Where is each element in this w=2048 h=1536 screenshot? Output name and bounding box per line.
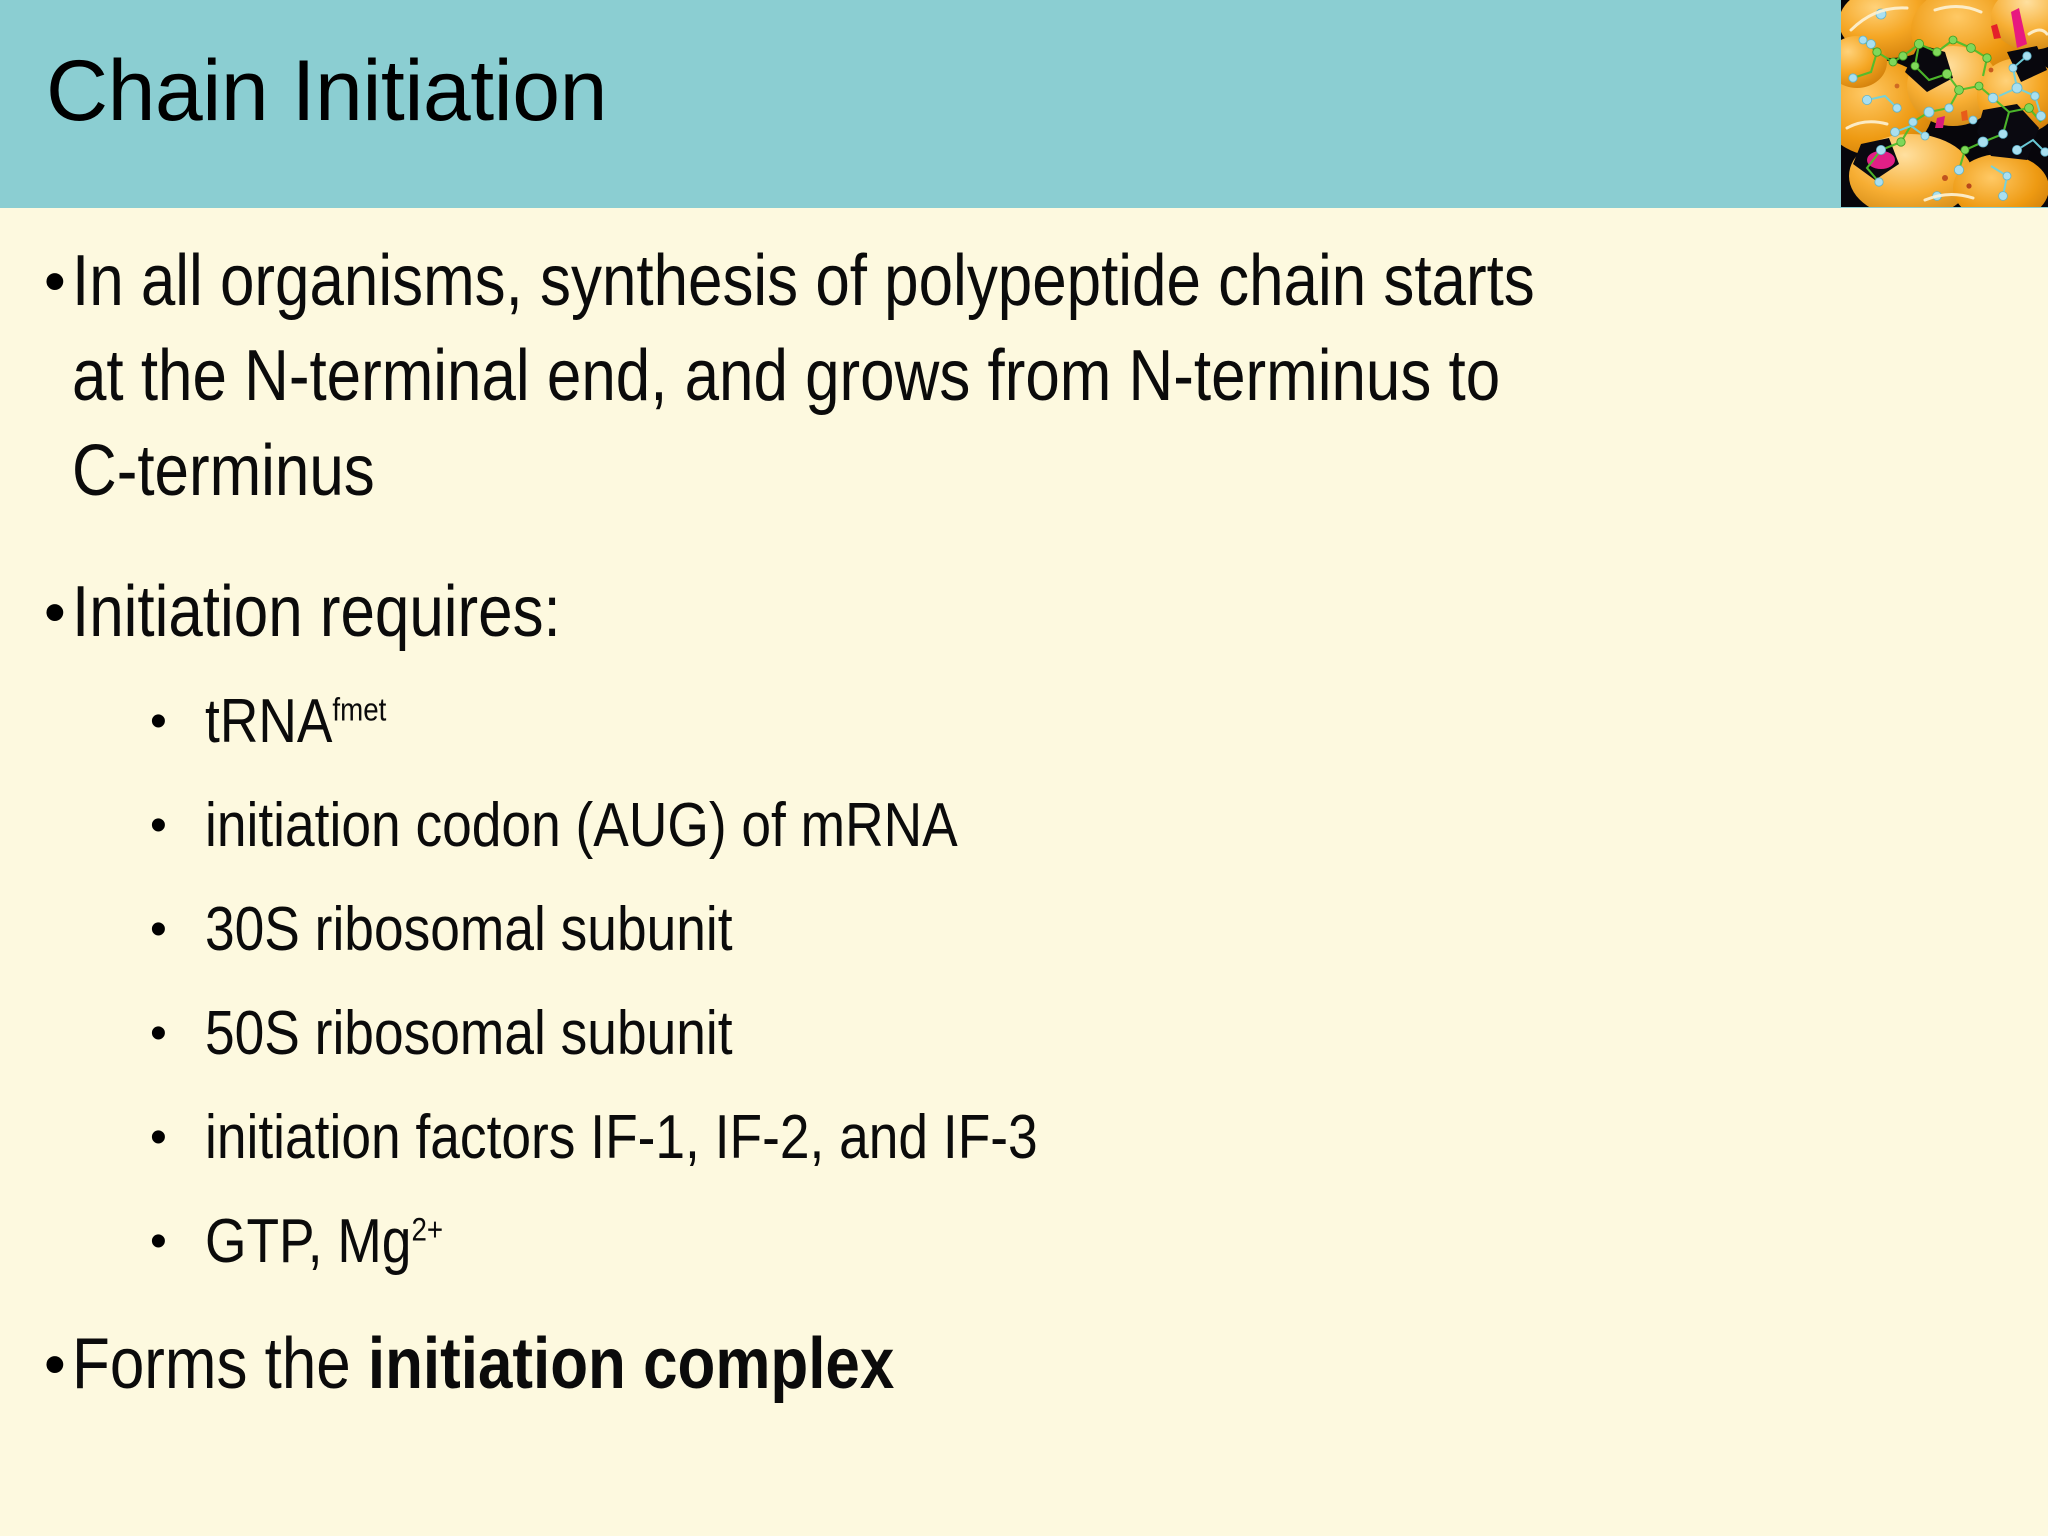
bullet-dot-icon: • [150, 799, 167, 852]
bullet-if-factors-text: initiation factors IF-1, IF-2, and IF-3 [205, 1103, 1038, 1172]
bullet-dot-icon: • [150, 1007, 167, 1060]
bullet-dot-icon: • [44, 247, 66, 316]
bullet-synthesis: • In all organisms, synthesis of polypep… [0, 234, 2048, 519]
bullet-dot-icon: • [150, 1215, 167, 1268]
gtp-mg-label: GTP, Mg [205, 1207, 412, 1276]
bullet-dot-icon: • [150, 903, 167, 956]
bullet-trna-text: tRNAfmet [205, 679, 1790, 765]
bullet-aug-codon-text: initiation codon (AUG) of mRNA [205, 791, 958, 860]
molecular-model-photo [1841, 0, 2048, 207]
bullet-30s-text: 30S ribosomal subunit [205, 895, 733, 964]
bullet-if-factors: • initiation factors IF-1, IF-2, and IF-… [0, 1095, 2048, 1181]
trna-label: tRNA [205, 687, 333, 756]
bullet-initiation-requires-text: Initiation requires: [72, 572, 561, 652]
title-band [0, 0, 2048, 208]
bullet-dot-icon: • [44, 578, 66, 647]
bullet-50s: • 50S ribosomal subunit [0, 991, 2048, 1077]
bullet-dot-icon: • [150, 695, 167, 748]
forms-the-label: Forms the [72, 1324, 368, 1404]
bullet-aug-codon: • initiation codon (AUG) of mRNA [0, 783, 2048, 869]
bullet-forms-complex-text: Forms the initiation complex [72, 1317, 1551, 1412]
trna-superscript: fmet [332, 691, 387, 728]
slide-body: • In all organisms, synthesis of polypep… [0, 208, 2048, 1536]
bullet-initiation-requires: • Initiation requires: [0, 565, 2048, 661]
bullet-forms-complex: • Forms the initiation complex [0, 1317, 2048, 1413]
page-title: Chain Initiation [46, 43, 607, 139]
bullet-trna: • tRNAfmet [0, 679, 2048, 765]
initiation-complex-emphasis: initiation complex [367, 1324, 895, 1404]
bullet-30s: • 30S ribosomal subunit [0, 887, 2048, 973]
bullet-gtp-mg: • GTP, Mg2+ [0, 1199, 2048, 1285]
bullet-gtp-mg-text: GTP, Mg2+ [205, 1199, 1790, 1285]
bullet-50s-text: 50S ribosomal subunit [205, 999, 733, 1068]
mg-charge-superscript: 2+ [411, 1211, 444, 1248]
bullet-dot-icon: • [150, 1111, 167, 1164]
bullet-dot-icon: • [44, 1330, 66, 1399]
bullet-synthesis-text: In all organisms, synthesis of polypepti… [72, 241, 1535, 511]
